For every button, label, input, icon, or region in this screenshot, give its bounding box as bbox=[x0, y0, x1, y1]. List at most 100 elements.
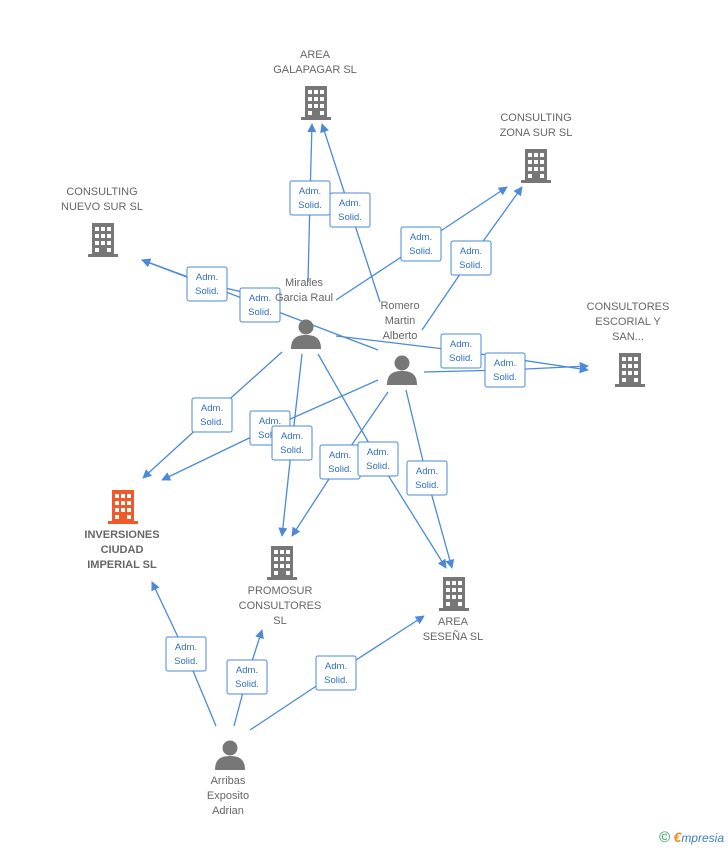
edge-label-romero-to-promosur_consultores[interactable]: Adm. Solid. bbox=[319, 444, 361, 480]
edge-label-text: Solid. bbox=[248, 307, 272, 318]
node-label-line: Romero bbox=[380, 300, 419, 312]
edge-label-text: Solid. bbox=[235, 679, 259, 690]
edge-label-box bbox=[440, 333, 482, 369]
node-label-line: Miralles bbox=[285, 277, 323, 289]
empresia-watermark: © €mpresia bbox=[659, 829, 724, 846]
edge-label-romero-to-consulting_zona_sur[interactable]: Adm.Solid. bbox=[450, 240, 492, 276]
node-promosur_consultores[interactable]: PROMOSUR CONSULTORES SL bbox=[239, 546, 322, 627]
edge-label-box bbox=[357, 441, 399, 477]
edge-label-box bbox=[186, 266, 228, 302]
edge-label-text: Adm. bbox=[201, 403, 223, 414]
node-label-line: SL bbox=[273, 615, 286, 627]
edge-label-box bbox=[450, 240, 492, 276]
node-consulting_nuevo_sur[interactable]: CONSULTING NUEVO SUR SL bbox=[61, 186, 143, 257]
building-icon[interactable] bbox=[439, 577, 469, 611]
edge-label-text: Solid. bbox=[409, 246, 433, 257]
edge-label-miralles-to-promosur_consultores[interactable]: Adm.Solid. bbox=[271, 425, 313, 461]
edge-label-text: Solid. bbox=[328, 464, 352, 475]
edge-label-text: Adm. bbox=[410, 232, 432, 243]
edge-label-text: Solid. bbox=[324, 675, 348, 686]
edge-label-romero-to-area_galapagar[interactable]: Adm. Solid. bbox=[329, 192, 371, 228]
edge-label-text: Solid. bbox=[195, 286, 219, 297]
edge-label-box bbox=[400, 226, 442, 262]
edge-label-box bbox=[271, 425, 313, 461]
edge-label-text: Solid. bbox=[200, 417, 224, 428]
building-icon[interactable] bbox=[88, 223, 118, 257]
edge-label-text: Adm. bbox=[416, 466, 438, 477]
edge-label-box bbox=[406, 460, 448, 496]
node-label-line: Garcia Raul bbox=[275, 292, 333, 304]
brand-initial: € bbox=[673, 829, 682, 845]
edge-label-text: Adm. bbox=[236, 665, 258, 676]
edge-label-arribas-to-inversiones_ciudad_imperial[interactable]: Adm. Solid. bbox=[165, 636, 207, 672]
node-label-line: CONSULTING bbox=[500, 112, 571, 124]
edge-labels-layer: Adm.Solid.Adm.Solid.Adm.Solid.Adm.Solid.… bbox=[165, 180, 526, 695]
node-label-line: CONSULTORES bbox=[587, 301, 670, 313]
node-label-line: AREA bbox=[300, 49, 331, 61]
edge-label-romero-to-consulting_nuevo_sur[interactable]: Adm. Solid. bbox=[239, 287, 281, 323]
edge-label-text: Adm. bbox=[259, 416, 281, 427]
edge-label-box bbox=[165, 636, 207, 672]
building-icon[interactable] bbox=[301, 86, 331, 120]
person-icon[interactable] bbox=[291, 319, 321, 350]
edge-label-text: Adm. bbox=[196, 272, 218, 283]
node-label-line: Adrian bbox=[212, 805, 244, 817]
edge-label-text: Adm. bbox=[367, 447, 389, 458]
building-icon[interactable] bbox=[108, 490, 138, 524]
building-icon[interactable] bbox=[521, 149, 551, 183]
edge-label-arribas-to-promosur_consultores[interactable]: Adm. Solid. bbox=[226, 659, 268, 695]
node-label-line: CIUDAD bbox=[101, 544, 144, 556]
node-consulting_zona_sur[interactable]: CONSULTING ZONA SUR SL bbox=[500, 112, 573, 183]
edge-label-text: Solid. bbox=[415, 480, 439, 491]
edge-label-text: Solid. bbox=[338, 212, 362, 223]
edge-label-miralles-to-inversiones_ciudad_imperial[interactable]: Adm. Solid. bbox=[191, 397, 233, 433]
node-consultores_escorial[interactable]: CONSULTORES ESCORIAL Y SAN... bbox=[587, 301, 670, 387]
person-icon[interactable] bbox=[387, 355, 417, 386]
edge-label-text: Adm. bbox=[339, 198, 361, 209]
edge-label-text: Adm. bbox=[494, 358, 516, 369]
edge-label-miralles-to-area_sesena[interactable]: Adm.Solid. bbox=[357, 441, 399, 477]
node-label-line: CONSULTING bbox=[66, 186, 137, 198]
edge-label-romero-to-area_sesena[interactable]: Adm. Solid. bbox=[406, 460, 448, 496]
node-label-line: NUEVO SUR SL bbox=[61, 201, 143, 213]
edge-label-text: Adm. bbox=[175, 642, 197, 653]
node-area_galapagar[interactable]: AREA GALAPAGAR SL bbox=[273, 49, 357, 120]
node-label-line: Martin bbox=[385, 315, 416, 327]
edge-label-arribas-to-area_sesena[interactable]: Adm.Solid. bbox=[315, 655, 357, 691]
edge-label-text: Adm. bbox=[329, 450, 351, 461]
edge-label-text: Solid. bbox=[449, 353, 473, 364]
node-label-line: ZONA SUR SL bbox=[500, 127, 573, 139]
edge-label-text: Solid. bbox=[174, 656, 198, 667]
copyright-icon: © bbox=[659, 829, 671, 846]
node-label-line: ESCORIAL Y bbox=[595, 316, 661, 328]
node-label-line: AREA bbox=[438, 616, 469, 628]
edge-label-miralles-to-area_galapagar[interactable]: Adm.Solid. bbox=[289, 180, 331, 216]
node-label-line: Exposito bbox=[207, 790, 249, 802]
edge-label-box bbox=[239, 287, 281, 323]
node-label-line: SAN... bbox=[612, 331, 644, 343]
edge-label-text: Adm. bbox=[281, 431, 303, 442]
node-label-line: PROMOSUR bbox=[248, 585, 313, 597]
edge-label-text: Solid. bbox=[298, 200, 322, 211]
edge-label-miralles-to-consulting_zona_sur[interactable]: Adm. Solid. bbox=[400, 226, 442, 262]
building-icon[interactable] bbox=[615, 353, 645, 387]
edge-label-miralles-to-consultores_escorial[interactable]: Adm.Solid. bbox=[440, 333, 482, 369]
node-label-line: GALAPAGAR SL bbox=[273, 64, 357, 76]
brand-name: mpresia bbox=[681, 831, 724, 845]
person-icon[interactable] bbox=[215, 740, 245, 771]
building-icon[interactable] bbox=[267, 546, 297, 580]
edge-label-text: Adm. bbox=[249, 293, 271, 304]
edge-label-box bbox=[484, 352, 526, 388]
node-label-line: Alberto bbox=[383, 330, 418, 342]
node-label-line: CONSULTORES bbox=[239, 600, 322, 612]
edge-label-box bbox=[191, 397, 233, 433]
edge-label-miralles-to-consulting_nuevo_sur[interactable]: Adm. Solid. bbox=[186, 266, 228, 302]
edge-label-text: Solid. bbox=[258, 430, 282, 441]
edge-label-romero-to-consultores_escorial[interactable]: Adm.Solid. bbox=[484, 352, 526, 388]
